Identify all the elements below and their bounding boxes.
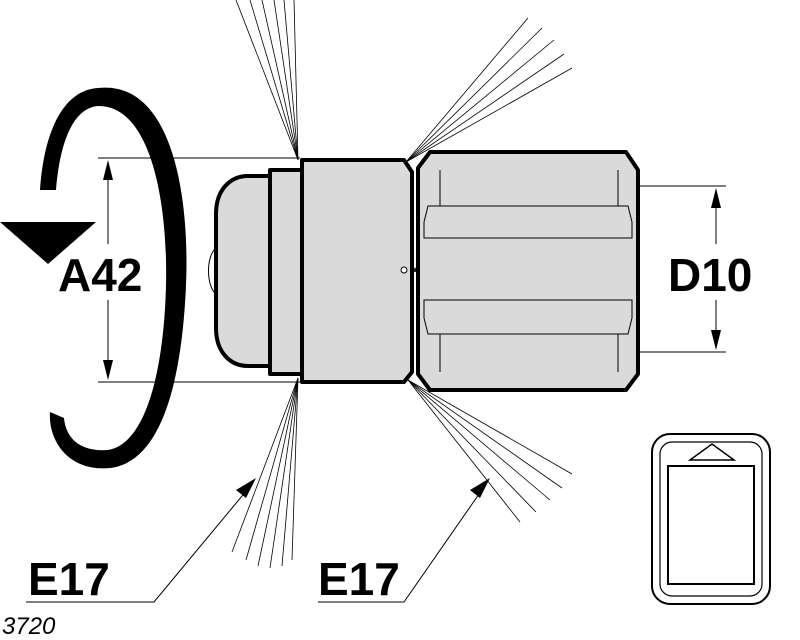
- spray-lines-bottom-right: [407, 379, 573, 523]
- rotation-arrow-icon: [0, 87, 187, 469]
- component-body: [208, 150, 640, 392]
- nut-groove-bottom: [423, 299, 633, 335]
- label-e17-left: E17: [28, 553, 110, 605]
- dimension-a42: [98, 157, 300, 383]
- leader-e17-right: [318, 478, 490, 603]
- nut-groove-top: [423, 205, 633, 239]
- vehicle-key-symbol-icon: [651, 433, 771, 605]
- figure-number: 3720: [2, 613, 56, 640]
- spray-lines-top-left: [235, 0, 299, 161]
- label-e17-right: E17: [318, 553, 400, 605]
- collar: [268, 168, 306, 376]
- dome-cap: [214, 174, 274, 368]
- label-d10: D10: [668, 249, 752, 301]
- leader-e17-left: [26, 478, 256, 603]
- main-cylinder: [300, 158, 414, 384]
- label-a42: A42: [58, 249, 142, 301]
- hex-nut: [416, 150, 640, 392]
- dimension-d10: [640, 185, 726, 353]
- spray-lines-bottom-left: [231, 377, 299, 569]
- spray-lines-top-right: [405, 17, 573, 163]
